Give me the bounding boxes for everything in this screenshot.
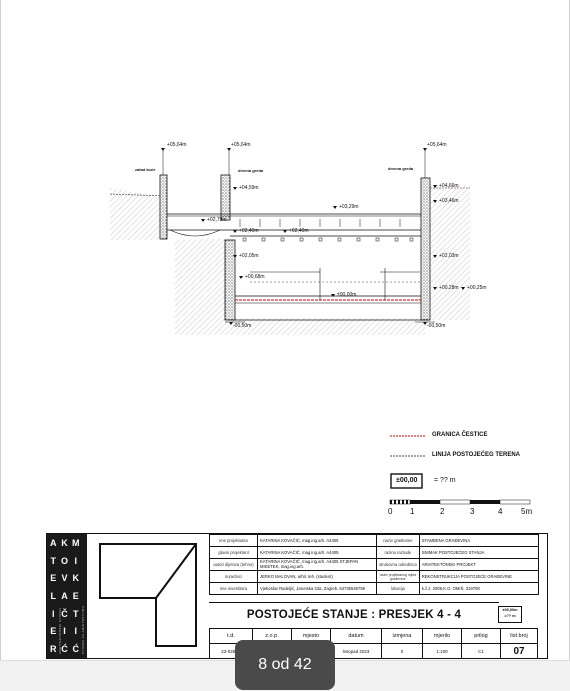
- gable-wall: [159, 148, 168, 240]
- meta-row: suradnici JERKO MALOVAN, arhit. teh. (st…: [209, 570, 539, 583]
- label-beam-1: drvena greda: [238, 168, 264, 173]
- elev-e6: +03,46m: [439, 198, 459, 204]
- elevation-reference-box: ±00,00m =?? m: [498, 606, 522, 623]
- elev-e2: +05,64m: [231, 142, 251, 148]
- meta-row: autori dijelova (tehno) KATARINA KOVAČIĆ…: [209, 558, 539, 571]
- elev-e5: +04,66m: [439, 183, 459, 189]
- elev-e8: +02,79m: [207, 217, 227, 223]
- brand-subtitle-2: STUDIO ZA ARHITEKTURU: [81, 605, 85, 654]
- scale-1: 1: [410, 507, 415, 516]
- scale-0: 0: [388, 507, 393, 516]
- scale-5: 5m: [521, 507, 533, 516]
- label-gable: zabat kuće: [135, 167, 156, 172]
- elev-e15: +00,25m: [467, 285, 487, 291]
- page-counter[interactable]: 8 od 42: [235, 640, 335, 690]
- elev-e14: +00,28m: [439, 285, 459, 291]
- right-wall: [420, 148, 431, 321]
- building-logo-icon: [99, 543, 197, 647]
- section-drawing: +05,64m +05,64m +05,64m +04,59m +04,66m …: [109, 142, 531, 505]
- elev-e3: +05,64m: [427, 142, 447, 148]
- scale-3: 3: [470, 507, 475, 516]
- scale-bar: [389, 499, 531, 505]
- legend-terrain-label: LINIJA POSTOJEĆEG TERENA: [432, 452, 521, 458]
- scale-2: 2: [440, 507, 445, 516]
- terrain-hatch: [109, 185, 470, 335]
- elev-e16: ±00,00m: [337, 292, 356, 298]
- legend-boundary-label: GRANICA ČESTICE: [432, 432, 488, 438]
- upper-slab: [167, 213, 421, 242]
- page-left-border: [0, 0, 1, 660]
- legend-zero-value: = ?? m: [434, 477, 456, 484]
- legend-zero-box: [390, 473, 423, 489]
- scale-4: 4: [498, 507, 503, 516]
- elev-e18: -00,50m: [427, 323, 445, 329]
- elev-e12: +02,03m: [439, 253, 459, 259]
- elev-e10: +02,40m: [289, 228, 309, 234]
- elev-e9: +02,40m: [239, 228, 259, 234]
- brand-subtitle: ARHITEKTONSKI STUDIO: [58, 607, 62, 654]
- elev-e17: -00,50m: [233, 323, 251, 329]
- elev-e1: +05,64m: [167, 142, 187, 148]
- label-beam-2: drvena greda: [388, 166, 414, 171]
- meta-table: ime projektanta KATARINA KOVAČIĆ, mag.in…: [209, 534, 539, 595]
- meta-row: ime investitora Vjekoslav Radeljić, Jaru…: [209, 582, 539, 595]
- elevation-marks: [161, 148, 465, 325]
- meta-row: ime projektanta KATARINA KOVAČIĆ, mag.in…: [209, 534, 539, 547]
- elev-e11: +02,05m: [239, 253, 259, 259]
- lower-floor: [235, 268, 421, 304]
- meta-row: glavni projektant KATARINA KOVAČIĆ, mag.…: [209, 546, 539, 559]
- elev-e4: +04,59m: [239, 185, 259, 191]
- elev-e7: +03,29m: [339, 204, 359, 210]
- sheet-title: POSTOJEĆE STANJE : PRESJEK 4 - 4: [209, 602, 499, 627]
- elev-e13: +00,68m: [245, 274, 265, 280]
- legend-zero-text: ±00,00: [396, 477, 418, 484]
